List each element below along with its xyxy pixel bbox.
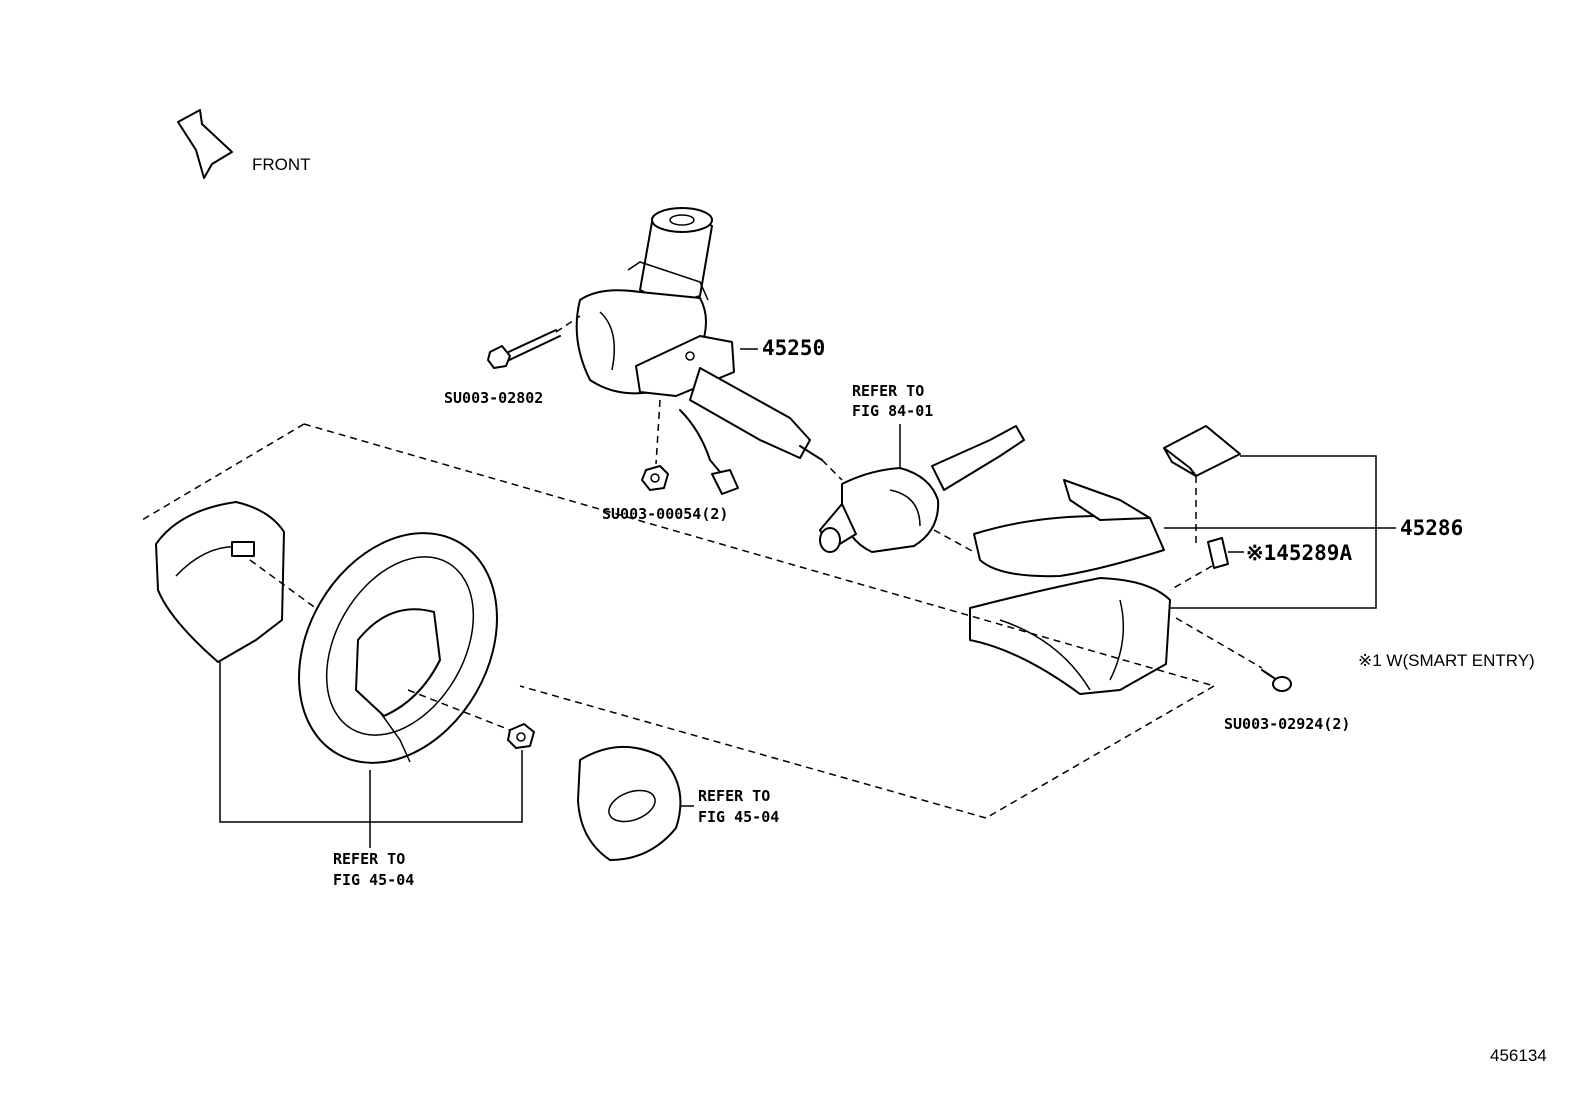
wheel-ref-line1: REFER TO — [333, 850, 406, 868]
spiral-cable — [155, 501, 285, 663]
nut-number: SU003-00054(2) — [602, 505, 729, 523]
airbag-module — [577, 746, 682, 861]
column-cover — [969, 479, 1171, 695]
wheel-nut-icon — [507, 723, 535, 749]
combo-switch-ref-line2: FIG 84-01 — [852, 402, 934, 420]
front-arrow-icon — [177, 109, 233, 179]
screw-icon — [1261, 669, 1292, 692]
part-number-45289a: ※145289A — [1246, 541, 1353, 565]
bolt-number: SU003-02802 — [444, 389, 544, 407]
combination-switch — [819, 425, 1025, 553]
steering-column — [575, 207, 823, 495]
smart-entry-switch — [1207, 537, 1229, 569]
airbag-ref-line1: REFER TO — [698, 787, 771, 805]
steering-wheel — [298, 532, 498, 764]
smart-entry-note: ※1 W(SMART ENTRY) — [1358, 651, 1535, 670]
screw-number: SU003-02924(2) — [1224, 715, 1351, 733]
part-number-45286: 45286 — [1400, 516, 1464, 540]
nut-icon — [641, 465, 669, 491]
front-label: FRONT — [252, 155, 311, 174]
combo-switch-ref-line1: REFER TO — [852, 382, 925, 400]
airbag-ref-line2: FIG 45-04 — [698, 808, 780, 826]
figure-id: 456134 — [1490, 1046, 1547, 1065]
cover-pad — [1163, 425, 1241, 477]
part-number-45250: 45250 — [762, 336, 826, 360]
bolt-icon — [487, 329, 561, 369]
wheel-ref-line2: FIG 45-04 — [333, 871, 415, 889]
